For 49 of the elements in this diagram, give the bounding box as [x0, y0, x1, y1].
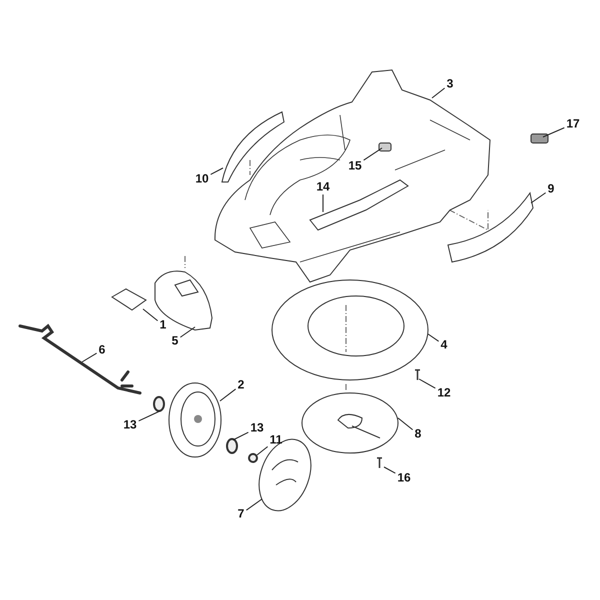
- leader-line: [384, 466, 396, 474]
- callout-number: 3: [446, 78, 454, 90]
- leader-line: [210, 168, 224, 175]
- callout-number: 12: [436, 386, 452, 400]
- callout-number: 1: [158, 318, 168, 332]
- callout-number: 17: [565, 118, 581, 130]
- callout-number: 11: [268, 434, 284, 446]
- bearing-drawing: [226, 438, 238, 454]
- callout-number: 10: [194, 172, 210, 186]
- leader-line: [82, 352, 98, 362]
- callout-number: 5: [170, 334, 180, 348]
- leader-line: [232, 432, 249, 440]
- callout-number: 16: [396, 472, 412, 484]
- callout-number: 13: [122, 418, 138, 432]
- leader-line: [180, 326, 196, 338]
- callout-number: 8: [414, 428, 422, 440]
- callout-number: 6: [98, 344, 106, 356]
- small-label-drawing: [530, 134, 548, 144]
- callout-number: 9: [546, 182, 556, 196]
- side-flap-drawing: [222, 112, 284, 182]
- axle-drawing: [18, 324, 142, 394]
- leader-line: [398, 418, 414, 430]
- callout-number: 15: [347, 160, 363, 172]
- callout-number: 14: [315, 180, 331, 194]
- nut-drawing: [248, 453, 258, 463]
- leader-line: [418, 378, 436, 389]
- callout-number: 7: [236, 508, 246, 520]
- leader-line: [256, 446, 268, 456]
- rear-flap-drawing: [448, 192, 534, 262]
- sticker-drawing: [111, 288, 147, 311]
- screw-drawing: [376, 457, 383, 469]
- leader-line: [138, 410, 160, 422]
- leader-line: [530, 192, 546, 204]
- leader-line: [363, 148, 382, 161]
- callout-number: 4: [440, 338, 448, 352]
- leader-line: [542, 127, 565, 138]
- baffle-ring-drawing: [272, 280, 428, 380]
- leader-line: [428, 334, 440, 342]
- leader-line: [322, 194, 324, 212]
- callout-number: 2: [236, 378, 246, 392]
- bearing-drawing: [153, 396, 165, 412]
- leader-line: [220, 388, 236, 402]
- leader-line: [432, 88, 446, 98]
- front-cover-drawing: [154, 270, 212, 330]
- plate-drawing: [302, 392, 398, 454]
- leader-line: [246, 498, 262, 511]
- wheel-drawing: [168, 382, 222, 458]
- callout-number: 13: [249, 422, 265, 434]
- leader-line: [142, 308, 158, 322]
